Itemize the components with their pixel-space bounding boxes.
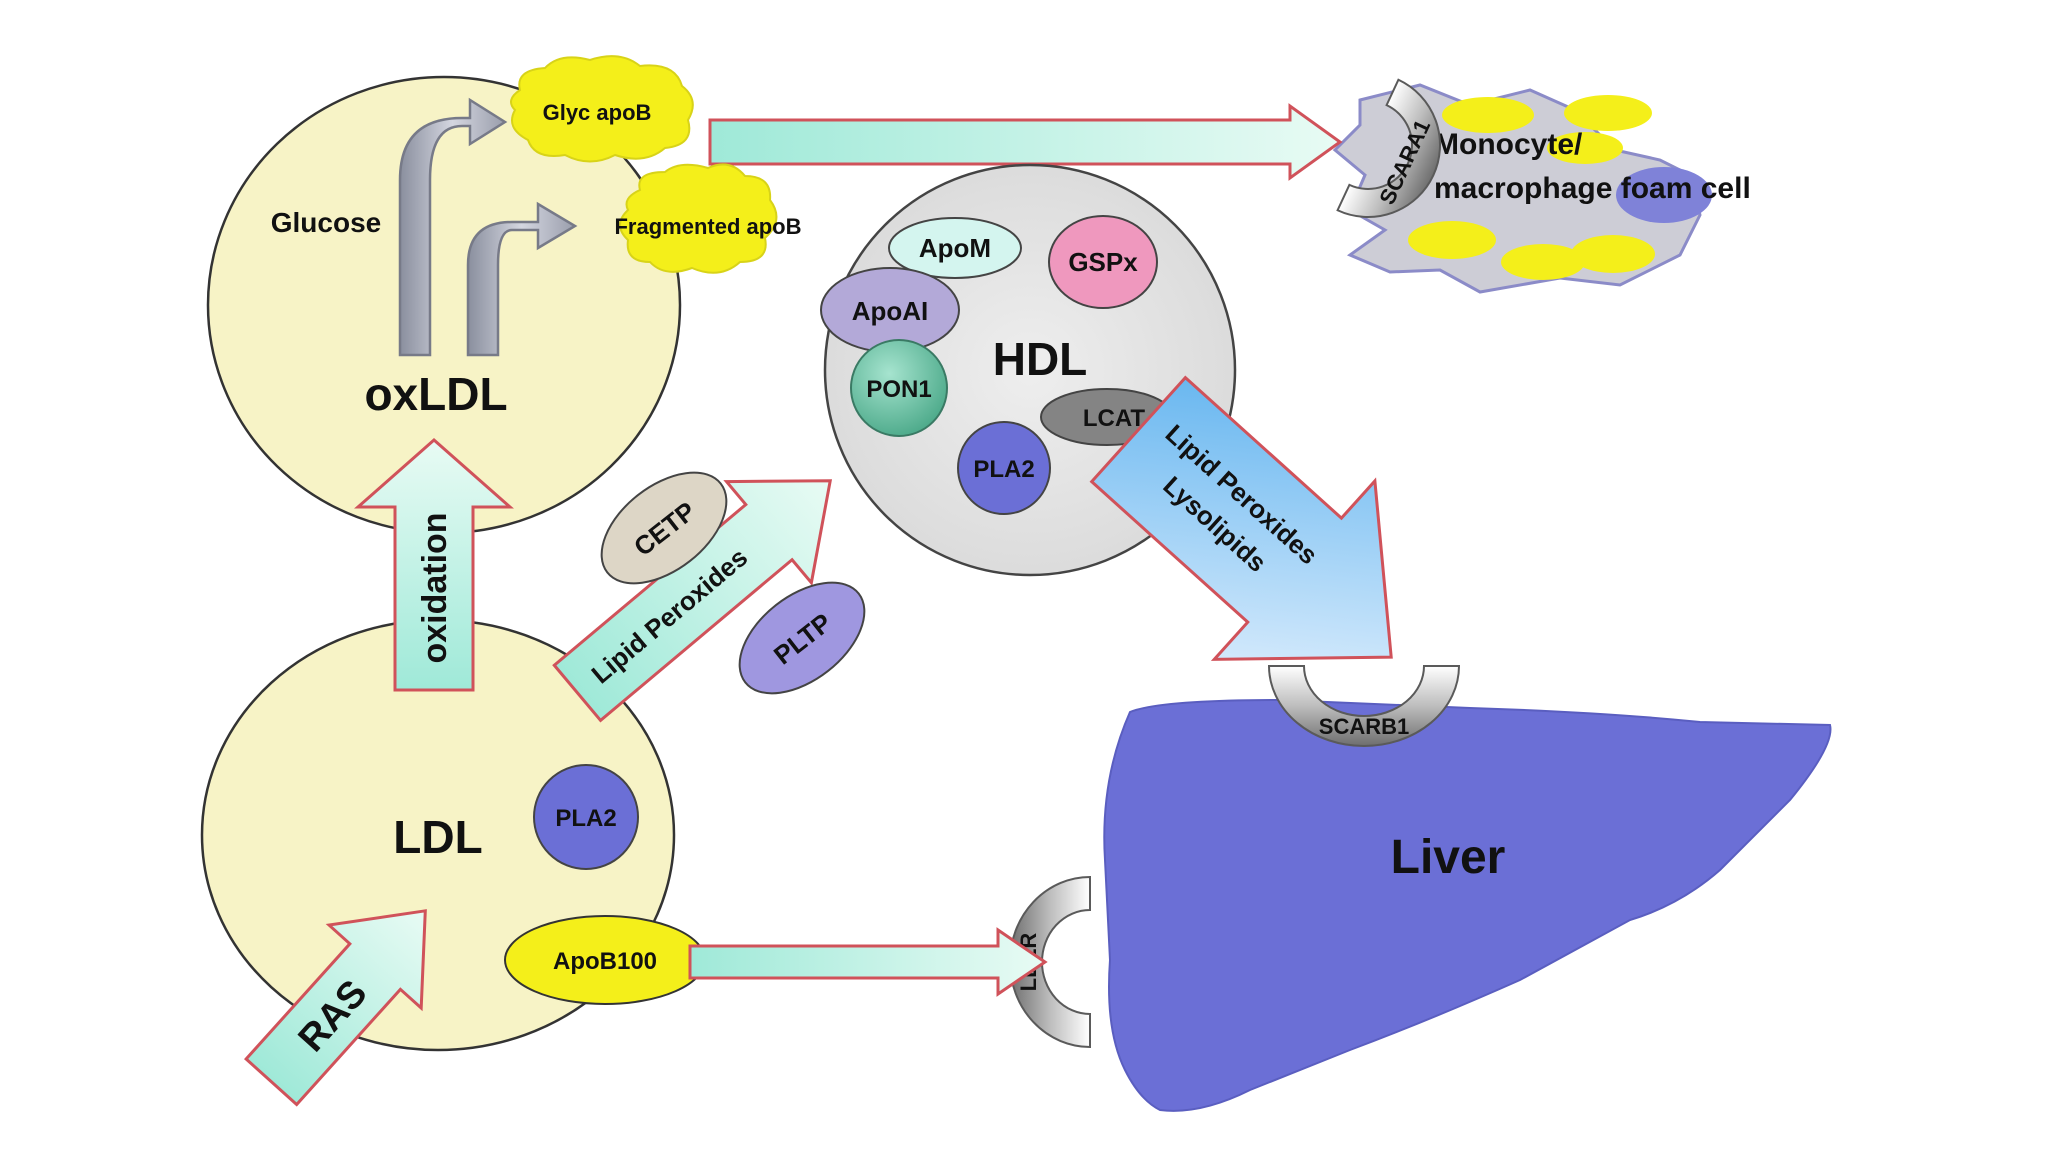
- hdl-label: HDL: [993, 333, 1088, 385]
- glyc-apob: Glyc apoB: [510, 55, 694, 163]
- apob100-label: ApoB100: [553, 948, 657, 975]
- lipid-droplet: [1442, 97, 1534, 133]
- glyc-apob-label: Glyc apoB: [543, 100, 652, 125]
- arrow-oxidation: oxidation: [354, 438, 514, 692]
- apom: ApoM: [888, 217, 1022, 279]
- cetp: CETP: [600, 471, 728, 585]
- gspx: GSPx: [1048, 215, 1158, 309]
- oxldl-label: oxLDL: [364, 368, 507, 420]
- oxidation-label: oxidation: [416, 512, 454, 663]
- fragmented-apob-label: Fragmented apoB: [614, 214, 801, 239]
- pon1-label: PON1: [866, 376, 931, 403]
- arrow-glucose-to-glyc-apob: [398, 97, 508, 357]
- glucose-label: Glucose: [271, 207, 381, 238]
- lipid-droplet: [1564, 95, 1652, 131]
- apoai: ApoAI: [820, 267, 960, 353]
- lipid-droplet: [1408, 221, 1496, 259]
- hdl-pla2-label: PLA2: [973, 456, 1034, 483]
- ldl-pla2: PLA2: [533, 764, 639, 870]
- hdl-pla2: PLA2: [957, 421, 1051, 515]
- liver-label: Liver: [1391, 831, 1506, 884]
- lipid-droplet: [1501, 244, 1585, 280]
- ldl-label: LDL: [393, 811, 482, 863]
- liver: Liver: [1103, 698, 1832, 1112]
- arrow-glyc-apob-to-scara1: [708, 103, 1343, 181]
- lcat-label: LCAT: [1083, 405, 1146, 432]
- fragmented-apob: Fragmented apoB: [614, 163, 802, 274]
- apom-label: ApoM: [919, 233, 991, 263]
- apoai-label: ApoAI: [852, 296, 929, 326]
- scarb1-receptor: SCARB1: [1267, 665, 1461, 747]
- lipid-droplet: [1571, 235, 1655, 273]
- pltp: PLTP: [738, 581, 866, 695]
- pon1: PON1: [850, 339, 948, 437]
- cell-nucleus: [1616, 167, 1712, 223]
- foam-cell-label-line1: Monocyte/: [1434, 128, 1583, 161]
- scarb1-label: SCARB1: [1319, 714, 1409, 739]
- apob100: ApoB100: [504, 915, 706, 1005]
- arrow-apob100-to-ldlr: [688, 927, 1048, 997]
- arrow-glucose-to-fragmented-apob: [466, 201, 578, 357]
- ldl-pla2-label: PLA2: [555, 805, 616, 832]
- lipid-droplet: [1547, 132, 1623, 164]
- gspx-label: GSPx: [1068, 247, 1138, 277]
- foam-cell-label-line2: macrophage foam cell: [1434, 172, 1751, 205]
